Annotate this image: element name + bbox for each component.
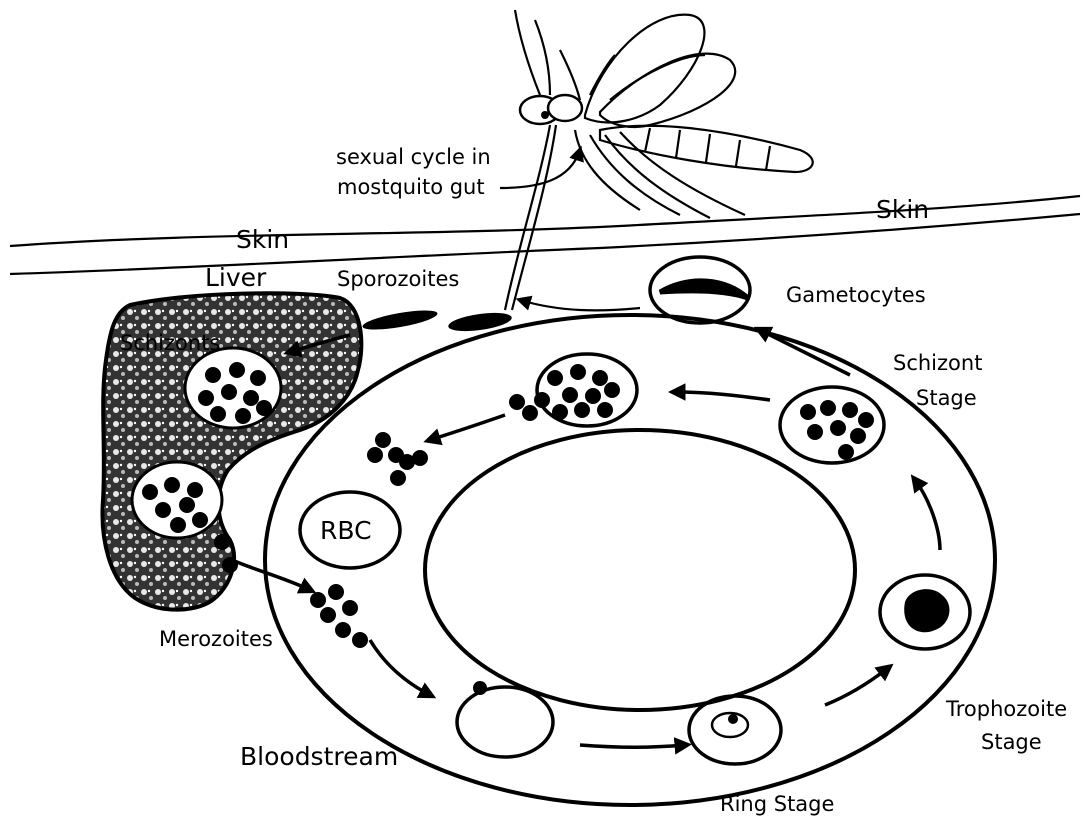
merozoite-dot bbox=[570, 364, 586, 380]
merozoite-dot bbox=[842, 402, 858, 418]
label-sexual-cycle-line1: sexual cycle in bbox=[336, 145, 491, 169]
merozoite-dot bbox=[192, 512, 208, 528]
merozoite-dot bbox=[235, 408, 251, 424]
merozoite-dot bbox=[547, 370, 563, 386]
merozoite-dot bbox=[142, 484, 158, 500]
merozoite-dot bbox=[187, 482, 203, 498]
merozoite-dot bbox=[375, 432, 391, 448]
label-ring-stage: Ring Stage bbox=[720, 792, 834, 816]
label-merozoites: Merozoites bbox=[159, 627, 273, 651]
merozoite-dot bbox=[155, 502, 171, 518]
label-gametocytes: Gametocytes bbox=[786, 283, 926, 307]
label-sexual-cycle-line2: mostquito gut bbox=[337, 175, 485, 199]
merozoite-dot bbox=[592, 370, 608, 386]
mosquito bbox=[500, 10, 813, 310]
merozoite-dot bbox=[164, 477, 180, 493]
label-sporozoites: Sporozoites bbox=[337, 267, 459, 291]
merozoite-dot bbox=[335, 622, 351, 638]
label-trophozoite-stage-line1: Trophozoite bbox=[945, 697, 1067, 721]
merozoite-dot bbox=[222, 557, 238, 573]
sporozoites bbox=[361, 307, 512, 335]
merozoite-dot bbox=[509, 394, 525, 410]
bloodstream-ring bbox=[265, 315, 995, 805]
merozoite-dot bbox=[807, 424, 823, 440]
label-skin-right: Skin bbox=[876, 195, 929, 224]
merozoite-dot bbox=[342, 600, 358, 616]
merozoite-dot bbox=[604, 382, 620, 398]
merozoite-dot bbox=[830, 420, 846, 436]
merozoite-dot bbox=[250, 370, 266, 386]
label-liver: Liver bbox=[205, 263, 267, 292]
merozoite-dot bbox=[534, 392, 550, 408]
merozoite-dot bbox=[320, 607, 336, 623]
merozoite-dot bbox=[221, 384, 237, 400]
merozoite-dot bbox=[562, 387, 578, 403]
gametocyte-crescent bbox=[660, 281, 748, 298]
merozoite-dot bbox=[367, 447, 383, 463]
merozoite-dot bbox=[328, 584, 344, 600]
merozoite-dot bbox=[179, 497, 195, 513]
merozoite-dot bbox=[198, 390, 214, 406]
merozoite-dot bbox=[205, 367, 221, 383]
merozoite-dot bbox=[552, 404, 568, 420]
label-trophozoite-stage-line2: Stage bbox=[981, 730, 1042, 754]
merozoite-dot bbox=[574, 402, 590, 418]
merozoite-dot bbox=[820, 400, 836, 416]
label-skin-left: Skin bbox=[236, 225, 289, 254]
label-schizont-stage-line2: Stage bbox=[916, 386, 977, 410]
merozoite-dot bbox=[850, 428, 866, 444]
merozoite-dot bbox=[390, 470, 406, 486]
merozoite-dot bbox=[522, 405, 538, 421]
label-schizonts: Schizonts bbox=[120, 331, 220, 355]
merozoite-dot bbox=[214, 534, 230, 550]
merozoite-dot bbox=[310, 592, 326, 608]
merozoite-dot bbox=[800, 404, 816, 420]
merozoite-dot bbox=[229, 362, 245, 378]
label-bloodstream: Bloodstream bbox=[240, 742, 398, 771]
merozoite-dot bbox=[838, 444, 854, 460]
merozoite-dot bbox=[170, 517, 186, 533]
merozoite-dot bbox=[243, 390, 259, 406]
merozoite-dot bbox=[597, 402, 613, 418]
merozoite-dot bbox=[210, 406, 226, 422]
merozoite-dot bbox=[858, 412, 874, 428]
merozoite-dot bbox=[256, 400, 272, 416]
merozoite-dot bbox=[412, 450, 428, 466]
label-schizont-stage-line1: Schizont bbox=[893, 351, 982, 375]
label-rbc: RBC bbox=[320, 516, 372, 545]
merozoite-dot bbox=[352, 632, 368, 648]
merozoite-dot bbox=[585, 388, 601, 404]
